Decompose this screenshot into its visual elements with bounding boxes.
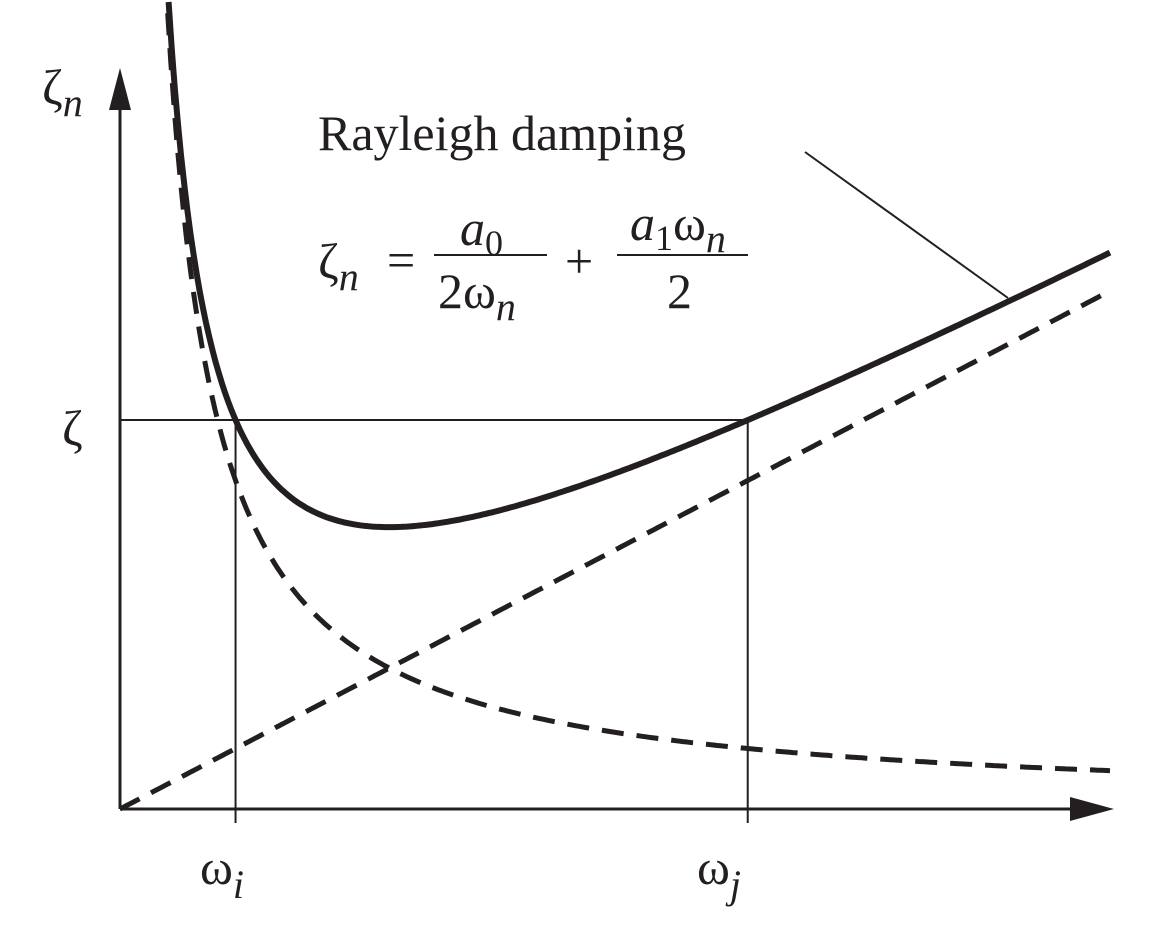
x-tick-label-omega-i: ωi bbox=[200, 839, 244, 907]
x-axis-arrowhead bbox=[1070, 797, 1114, 821]
x-tick-label-omega-j: ωj bbox=[697, 839, 741, 907]
y-axis-arrowhead bbox=[109, 68, 131, 110]
rayleigh-damping-curve bbox=[165, 1, 1112, 531]
mass-proportional-curve bbox=[165, 13, 1111, 774]
svg-text:2: 2 bbox=[667, 263, 692, 319]
y-axis-label-base: ζ bbox=[42, 59, 63, 115]
svg-text:a0: a0 bbox=[460, 200, 503, 263]
y-axis-label-sub: n bbox=[63, 80, 83, 125]
svg-text:a1ωn: a1ωn bbox=[630, 195, 726, 261]
svg-text:=: = bbox=[387, 232, 415, 288]
stiffness-proportional-curve bbox=[118, 288, 1112, 812]
y-tick-label-zeta: ζ bbox=[62, 400, 83, 456]
svg-text:ζn: ζn bbox=[318, 233, 359, 299]
svg-text:2ωn: 2ωn bbox=[438, 263, 516, 329]
title-leader-line bbox=[804, 151, 1009, 299]
y-axis-label: ζn bbox=[42, 59, 83, 125]
chart-title: Rayleigh damping bbox=[318, 105, 686, 161]
rayleigh-formula: ζn = a0 2ωn + a1ωn 2 bbox=[318, 195, 748, 329]
svg-text:+: + bbox=[565, 233, 593, 289]
